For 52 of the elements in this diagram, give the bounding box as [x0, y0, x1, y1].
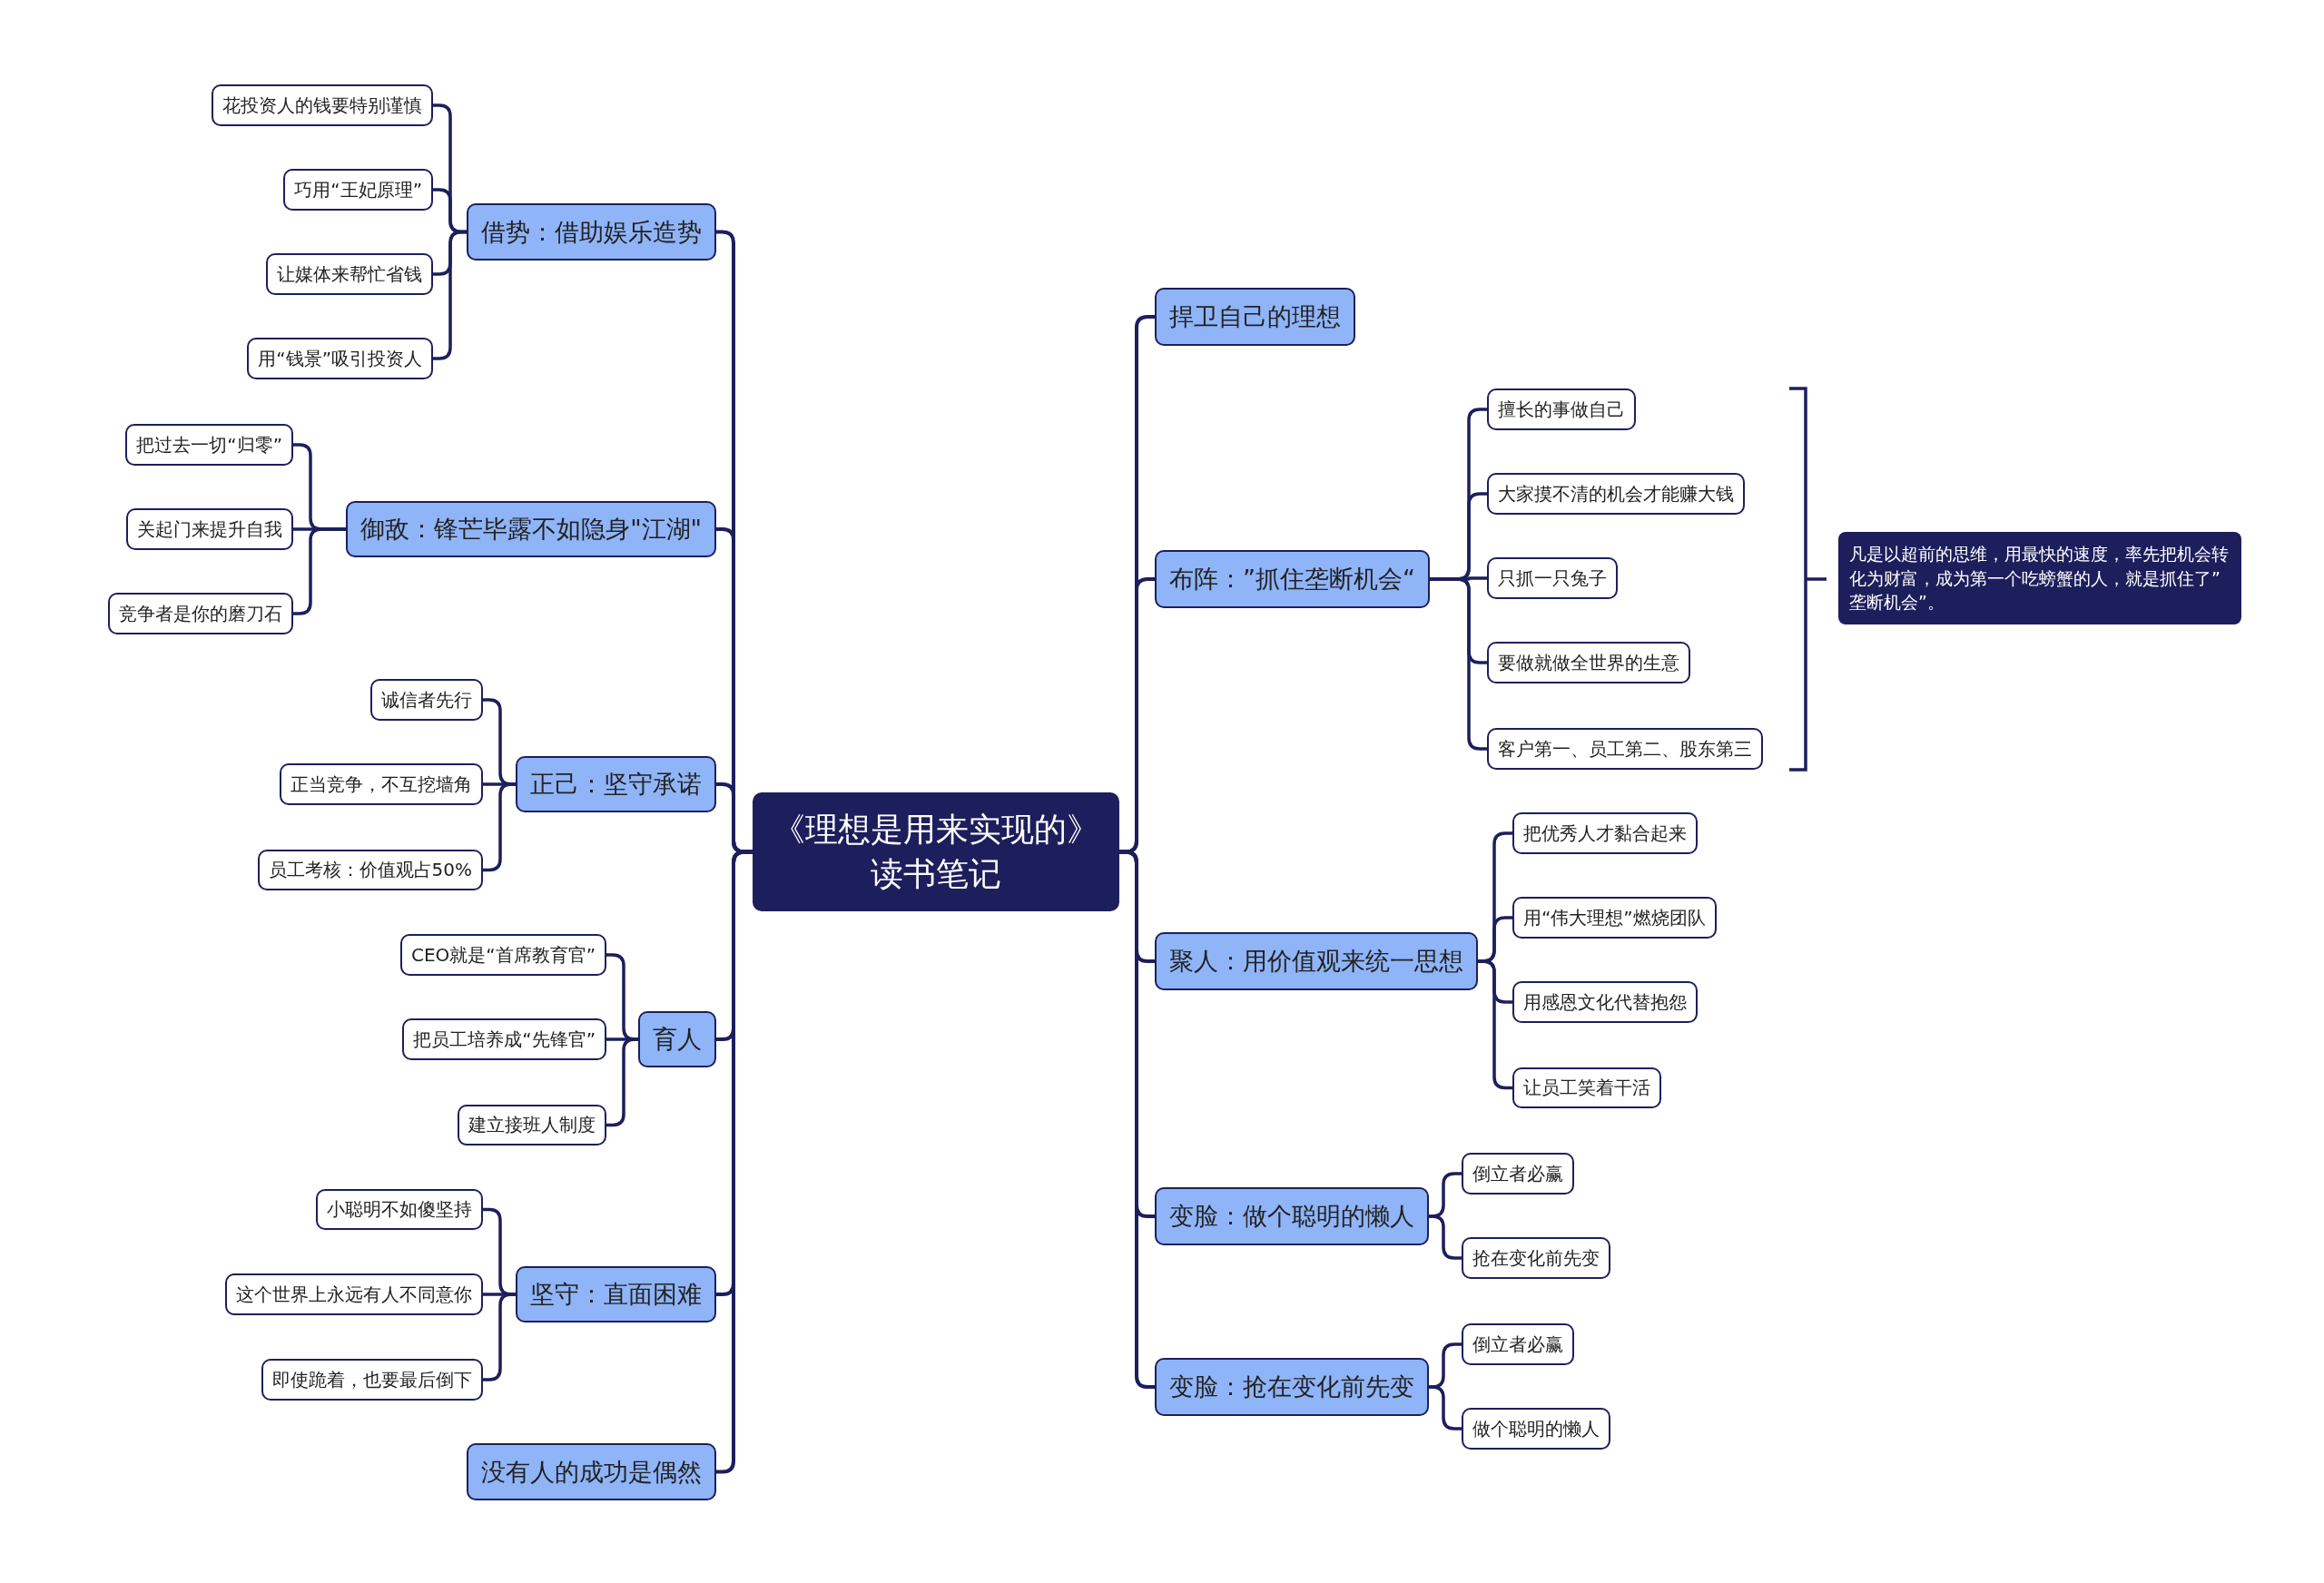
subtopic-box: 员工考核：价值观占50% [257, 850, 483, 890]
connector-line [1429, 1385, 1462, 1431]
subtopic-box: 小聪明不如傻坚持 [316, 1189, 483, 1230]
connector-line [483, 1293, 516, 1381]
topic-box: 变脸：抢在变化前先变 [1155, 1358, 1429, 1416]
subtopic-box: CEO就是“首席教育官” [399, 934, 606, 976]
topic-box: 变脸：做个聪明的懒人 [1155, 1187, 1429, 1245]
subtopic-box: 让媒体来帮忙省钱 [266, 253, 433, 295]
central-topic: 《理想是用来实现的》读书笔记 [753, 792, 1119, 911]
subtopic-box: 把员工培养成“先锋官” [402, 1018, 606, 1060]
subtopic-box: 这个世界上永远有人不同意你 [225, 1273, 483, 1315]
subtopic-box: 倒立者必赢 [1462, 1323, 1574, 1365]
topic-box: 育人 [638, 1011, 716, 1067]
topic-box: 正己：坚守承诺 [516, 756, 716, 812]
subtopic-box: 要做就做全世界的生意 [1487, 642, 1690, 683]
subtopic-box: 做个聪明的懒人 [1462, 1408, 1610, 1450]
topic-box: 坚守：直面困难 [516, 1266, 716, 1322]
subtopic-box: 用感恩文化代替抱怨 [1512, 981, 1698, 1023]
subtopic-box: 建立接班人制度 [458, 1105, 606, 1145]
subtopic-box: 即使跪着，也要最后倒下 [261, 1359, 483, 1401]
subtopic-box: 擅长的事做自己 [1487, 388, 1636, 430]
subtopic-box: 客户第一、员工第二、股东第三 [1487, 728, 1763, 770]
topic-box: 布阵：”抓住垄断机会“ [1155, 550, 1430, 608]
topic-box: 借势：借助娱乐造势 [467, 203, 716, 261]
connector-line [606, 1037, 638, 1127]
connector-line [1119, 850, 1155, 1389]
subtopic-box: 巧用“王妃原理” [283, 169, 433, 211]
connector-line [483, 782, 516, 872]
subtopic-box: 用“钱景”吸引投资人 [247, 338, 433, 379]
subtopic-box: 只抓一只兔子 [1487, 557, 1618, 599]
connector-line [1430, 577, 1487, 751]
subtopic-box: 倒立者必赢 [1462, 1153, 1574, 1195]
subtopic-box: 用“伟大理想”燃烧团队 [1512, 897, 1717, 939]
topic-box: 聚人：用价值观来统一思想 [1155, 932, 1478, 990]
connector-line [1478, 959, 1512, 1090]
subtopic-box: 让员工笑着干活 [1512, 1067, 1661, 1108]
subtopic-box: 诚信者先行 [370, 679, 483, 721]
connector-line [293, 527, 347, 615]
connector-line [1429, 1214, 1462, 1260]
subtopic-box: 把优秀人才黏合起来 [1512, 812, 1698, 854]
topic-box: 没有人的成功是偶然 [467, 1443, 716, 1500]
topic-box: 御敌：锋芒毕露不如隐身"江湖" [346, 501, 716, 557]
subtopic-box: 花投资人的钱要特别谨慎 [212, 84, 433, 126]
summary-note: 凡是以超前的思维，用最快的速度，率先把机会转化为财富，成为第一个吃螃蟹的人，就是抓住了” 垄断机会”。 [1838, 532, 2241, 624]
topic-box: 捍卫自己的理想 [1155, 288, 1355, 346]
subtopic-box: 竞争者是你的磨刀石 [108, 593, 293, 634]
subtopic-box: 大家摸不清的机会才能赚大钱 [1487, 473, 1745, 515]
connector-line [433, 230, 467, 360]
subtopic-box: 把过去一切“归零” [125, 424, 293, 466]
subtopic-box: 正当竞争，不互挖墙角 [280, 763, 483, 805]
subtopic-box: 关起门来提升自我 [126, 508, 293, 550]
subtopic-box: 抢在变化前先变 [1462, 1237, 1610, 1279]
